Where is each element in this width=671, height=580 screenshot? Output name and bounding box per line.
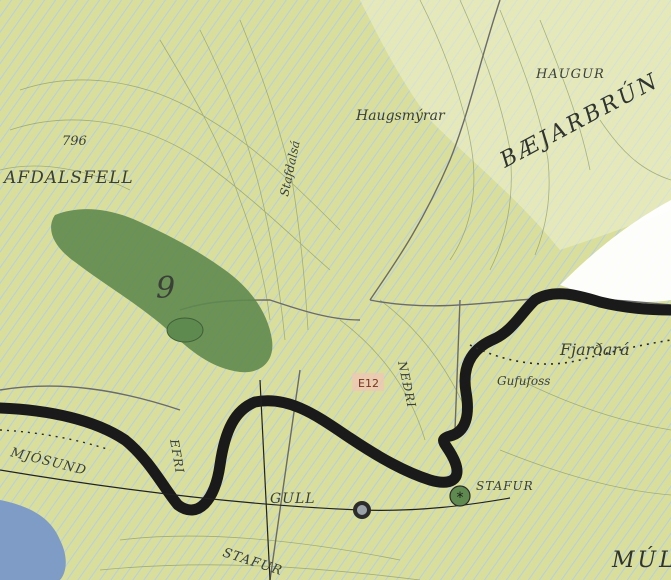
stafur-east-label: STAFUR bbox=[476, 479, 534, 493]
haugur-label: HAUGUR bbox=[535, 67, 605, 82]
lake bbox=[0, 500, 66, 580]
site-number-label: 9 bbox=[156, 271, 175, 306]
efri-label: EFRI bbox=[167, 437, 187, 475]
muli-label: MÚL bbox=[611, 546, 671, 573]
gufufoss-label: Gufufoss bbox=[497, 374, 550, 388]
mountain-area bbox=[360, 0, 671, 250]
fjardara-label: Fjarðará bbox=[559, 340, 630, 359]
svg-text:*: * bbox=[457, 490, 464, 506]
road-code-box bbox=[352, 373, 384, 391]
junction-marker[interactable] bbox=[353, 501, 371, 519]
forest-polygon[interactable] bbox=[51, 209, 273, 373]
gull-label: GULL bbox=[270, 491, 316, 507]
gufufoss-star-marker[interactable]: * bbox=[449, 485, 471, 507]
river-dotted bbox=[469, 339, 671, 365]
main-road[interactable] bbox=[0, 288, 671, 516]
stafdalsfell-label: AFDALSFELL bbox=[2, 168, 134, 188]
elevation-label: 796 bbox=[62, 134, 87, 149]
road-code-label: E12 bbox=[358, 377, 379, 390]
haugsmyrar-label: Haugsmýrar bbox=[355, 107, 446, 124]
snow-patch bbox=[560, 200, 671, 302]
forest-knob bbox=[166, 317, 204, 343]
